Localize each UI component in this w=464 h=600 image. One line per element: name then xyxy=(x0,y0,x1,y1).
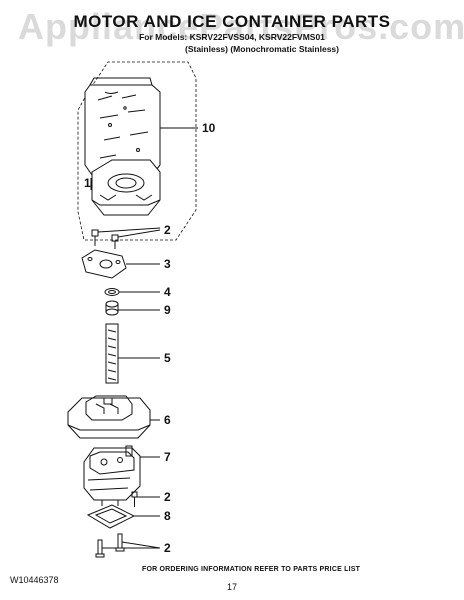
callout-2c: 2 xyxy=(164,541,171,555)
callout-5: 5 xyxy=(164,351,171,365)
callout-6: 6 xyxy=(164,413,171,427)
callout-3: 3 xyxy=(164,257,171,271)
motor-cover-part xyxy=(67,395,151,439)
leader-2c-2 xyxy=(121,541,161,549)
gasket-part xyxy=(86,504,136,529)
screw-pair-top xyxy=(91,229,119,249)
callout-9: 9 xyxy=(164,303,171,317)
finish-line: (Stainless) (Monochromatic Stainless) xyxy=(185,44,339,54)
callout-7: 7 xyxy=(164,450,171,464)
callout-8: 8 xyxy=(164,509,171,523)
callout-2a: 2 xyxy=(164,223,171,237)
page-title: MOTOR AND ICE CONTAINER PARTS xyxy=(73,12,391,31)
motor-part xyxy=(83,445,141,506)
screw-pair-bottom xyxy=(95,533,125,558)
model-line: For Models: KSRV22FVSS04, KSRV22FVMS01 xyxy=(139,32,325,42)
callout-4: 4 xyxy=(164,285,171,299)
callout-2b: 2 xyxy=(164,490,171,504)
leader-2a-2 xyxy=(117,229,161,238)
container-base-part xyxy=(91,159,161,216)
retaining-ring xyxy=(104,288,120,296)
page-number: 17 xyxy=(226,582,237,592)
ordering-info-note: FOR ORDERING INFORMATION REFER TO PARTS … xyxy=(142,566,361,573)
container-dashed-outline xyxy=(77,61,197,241)
callout-1: 1 xyxy=(84,176,91,190)
screw-pair-middle xyxy=(131,491,138,507)
leader-2a-1 xyxy=(97,227,161,233)
document-number: W10446378 xyxy=(10,575,59,585)
ice-container-part xyxy=(84,77,161,176)
callout-10: 10 xyxy=(202,121,216,135)
motor-mount-bracket xyxy=(81,249,127,279)
drive-shaft-part xyxy=(105,323,119,384)
bushing-part xyxy=(105,300,119,316)
